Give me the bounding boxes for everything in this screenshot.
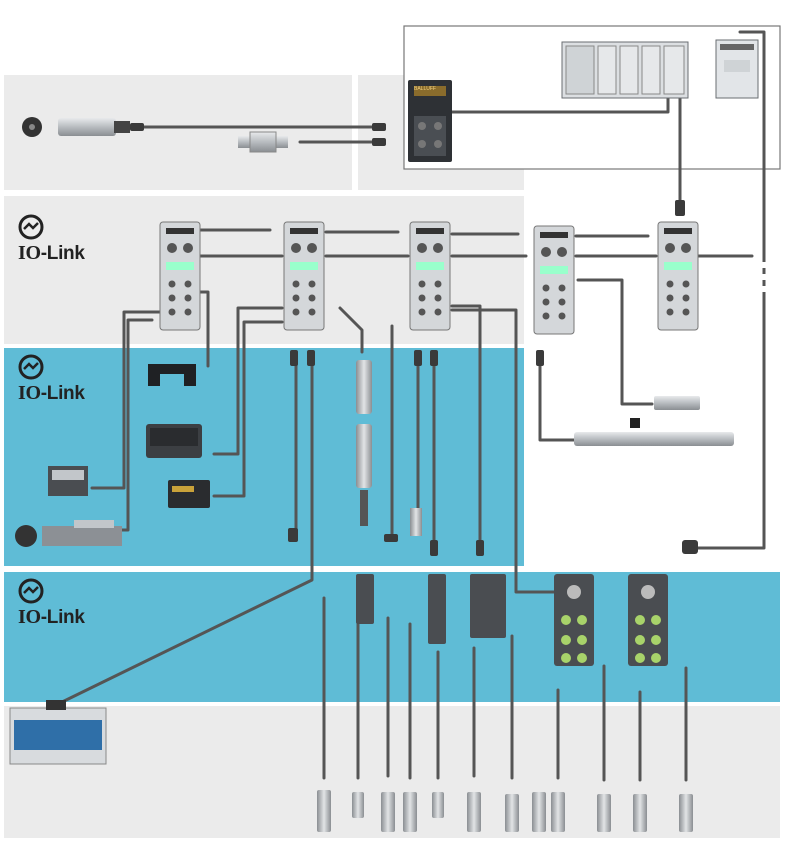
bottom-sensor (597, 794, 611, 832)
fork-light-barrier (148, 364, 196, 386)
io-link-master (408, 80, 452, 162)
bottom-sensor (317, 790, 331, 832)
cable-hub1-fork-sensor (90, 310, 162, 490)
connectors (130, 123, 698, 556)
bottom-sensor (679, 794, 693, 832)
connector (130, 123, 144, 131)
pressure-sensor (238, 131, 288, 153)
io-link-symbol-icon (18, 578, 44, 604)
cable-hub3-fork (450, 304, 482, 550)
connector (290, 350, 298, 366)
io-link-wordmark: IO-Link (18, 382, 85, 404)
bottom-sensor (551, 792, 565, 832)
io-link-wordmark: IO-Link (18, 606, 85, 628)
photoeye-sensor (168, 480, 210, 508)
cable-master-to-plc (450, 90, 670, 114)
disc-sensor-mid (15, 525, 37, 547)
connector (476, 540, 484, 556)
cable-hub4-to-linear (538, 352, 576, 442)
cylinder-sensors (356, 360, 372, 526)
io-hub-3 (409, 221, 451, 331)
large-hub-2 (628, 574, 668, 666)
io-hub-4 (533, 225, 575, 335)
band-gray-top-left (4, 75, 352, 190)
background-bands (4, 25, 781, 838)
photoelectric-sensor-top (58, 118, 130, 136)
connector (536, 350, 544, 366)
inductive-sensor (630, 396, 700, 428)
connector (372, 123, 386, 131)
io-hub-5 (657, 221, 699, 331)
lower-io-hubs (356, 574, 668, 666)
large-hub-1 (554, 574, 594, 666)
connector (372, 138, 386, 146)
connector (430, 350, 438, 366)
connector (384, 534, 398, 542)
connector (307, 350, 315, 366)
connector (675, 200, 685, 216)
io-link-wordmark: IO-Link (18, 242, 85, 264)
io-link-logo-1: IO-Link (18, 214, 85, 265)
rfid-read-head (48, 466, 88, 496)
bottom-sensor (403, 792, 417, 832)
bottom-sensor (432, 792, 444, 818)
io-link-logo-2: IO-Link (18, 354, 85, 405)
cable-hub2-down2 (56, 350, 314, 706)
connector (288, 528, 298, 542)
medium-hub (470, 574, 506, 638)
laser-distance-sensor (146, 424, 202, 458)
cable-hub1-right-down (198, 290, 210, 368)
cables (56, 30, 766, 782)
connector (414, 350, 422, 366)
cable-hub1-to-clamp (118, 318, 154, 532)
bottom-sensor (381, 792, 395, 832)
bottom-sensor (505, 794, 519, 832)
io-hub-2 (283, 221, 325, 331)
bottom-sensor (467, 792, 481, 832)
power-supply (715, 39, 759, 99)
sensor-disc (22, 117, 42, 137)
gripper-sensor (42, 520, 122, 546)
io-hub-1 (159, 221, 201, 331)
bottom-sensor (352, 792, 364, 818)
bottom-sensor (532, 792, 546, 832)
cable-hub2-to-photoeye (212, 320, 284, 498)
cable-hub2-to-laser (212, 306, 284, 456)
cable-hub3-to-big-hub (450, 308, 558, 594)
bottom-sensors (317, 790, 693, 832)
io-link-symbol-icon (18, 354, 44, 380)
io-hub-row (159, 221, 699, 335)
connector (430, 540, 438, 556)
bottom-sensor (633, 794, 647, 832)
master-brand-label: BALLUFF (414, 86, 436, 92)
io-link-logo-3: IO-Link (18, 578, 85, 629)
valve-terminal (9, 700, 107, 765)
cable-hub4-to-prox (576, 278, 654, 406)
cable-hub3-to-cylinder (338, 306, 364, 354)
spring-connector (410, 508, 422, 536)
linear-transducer (574, 432, 734, 446)
connector (682, 540, 698, 554)
io-link-symbol-icon (18, 214, 44, 240)
small-hub-2 (428, 574, 446, 644)
plc-rack (561, 41, 689, 99)
small-hub-1 (356, 574, 374, 624)
